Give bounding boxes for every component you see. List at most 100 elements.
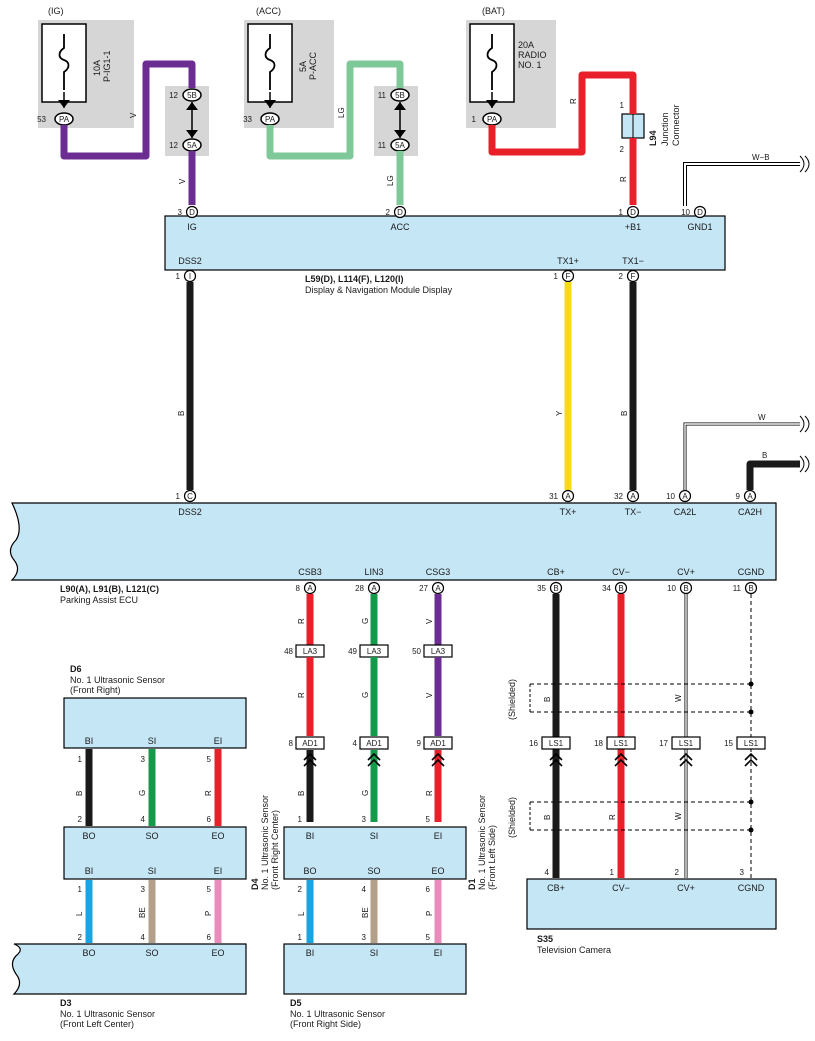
- fuse-bat-source-label: (BAT): [482, 6, 505, 16]
- wire-code-lg-1: LG: [337, 107, 346, 118]
- d3-pin-so: SO: [145, 948, 158, 958]
- d5-pin-ei: EI: [434, 948, 443, 958]
- fuse-ig-symbol-icon: [58, 34, 70, 90]
- d5-name: No. 1 Ultrasonic Sensor: [290, 1009, 385, 1019]
- la3-lin3-conn: LA3: [367, 647, 382, 656]
- display-module-codes: L59(D), L114(F), L120(I): [305, 274, 404, 284]
- d1-code: D1: [467, 878, 477, 890]
- fuse-bat-name2: NO. 1: [518, 60, 542, 70]
- ad1-csg3-conn: AD1: [430, 739, 446, 748]
- fuse-ig-arrow-icon: [58, 100, 70, 108]
- ecu-pin-cgnd-label: CGND: [738, 567, 765, 577]
- junction-ig-top-pin: 12: [169, 91, 178, 100]
- wire-code-p-d3: P: [204, 911, 213, 916]
- d6-pin-bi: BI: [85, 736, 94, 746]
- wire-code-w-shield1: W: [674, 694, 683, 702]
- ad1-csb3-conn: AD1: [302, 739, 318, 748]
- d3-pin-eo: EO: [211, 948, 224, 958]
- d3-num-bo: 2: [78, 933, 83, 942]
- wire-black-ca2h: [746, 460, 800, 490]
- ecu-pin-lin3-label: LIN3: [364, 567, 383, 577]
- ad1-si-chevron-icon: [367, 752, 381, 767]
- display-pin-gnd1-label: GND1: [687, 222, 712, 232]
- camera-pin-cgnd: CGND: [738, 883, 765, 893]
- display-pin-tx1p-conn: F: [566, 272, 571, 281]
- shield-lower-label: (Shielded): [507, 797, 517, 838]
- ecu-name: Parking Assist ECU: [60, 595, 138, 605]
- d4-num-bo: 2: [298, 885, 303, 894]
- ecu-pin-dss2-conn: C: [187, 492, 193, 501]
- ls1-cbp-pin: 16: [529, 739, 538, 748]
- d3-position: (Front Left Center): [60, 1019, 134, 1029]
- fuse-acc-rating: 5A: [298, 61, 308, 72]
- wire-code-b-d6: B: [75, 791, 84, 796]
- display-pin-b1-label: +B1: [625, 222, 641, 232]
- ecu-pin-ca2l-conn: A: [682, 492, 688, 501]
- shield-upper-label: (Shielded): [507, 679, 517, 720]
- fuse-acc-source-label: (ACC): [256, 6, 281, 16]
- d5-position: (Front Right Side): [290, 1019, 361, 1029]
- display-pin-acc-label: ACC: [390, 222, 410, 232]
- ls1-cvn-conn: LS1: [614, 739, 629, 748]
- ecu-pin-txp-label: TX+: [560, 507, 577, 517]
- wire-code-v-2: V: [178, 178, 187, 184]
- la3-csg3-conn: LA3: [431, 647, 446, 656]
- ecu-pin-csg3-conn: A: [435, 584, 441, 593]
- d6-position: (Front Right): [70, 685, 121, 695]
- ecu-pin-ca2h-num: 9: [736, 492, 741, 501]
- ml-num-si: 3: [141, 885, 146, 894]
- display-pin-acc-conn: D: [397, 208, 403, 217]
- fuse-ig-rating: 10A: [92, 60, 102, 76]
- wire-code-b-dss2: B: [177, 411, 186, 416]
- wire-code-l-d3: L: [75, 911, 84, 916]
- junction-ig-top-conn: 5B: [187, 91, 197, 100]
- d4-pin-eo: EO: [431, 866, 444, 876]
- ecu-pin-cvp-num: 10: [667, 584, 676, 593]
- wire-code-w-ca2l: W: [758, 413, 766, 422]
- wire-code-v-csg3-2: V: [425, 692, 434, 698]
- ecu-pin-txn-num: 32: [614, 492, 623, 501]
- wire-code-wb: W−B: [752, 153, 770, 162]
- wire-code-b-ad1: B: [297, 791, 306, 796]
- camera-num-cvp: 2: [675, 868, 680, 877]
- d1-position: (Front Left Side): [487, 825, 497, 890]
- display-pin-tx1n-label: TX1−: [622, 256, 644, 266]
- ecu-pin-ca2h-label: CA2H: [738, 507, 762, 517]
- wire-code-p-d5: P: [425, 911, 434, 916]
- ecu-pin-cgnd-conn: B: [748, 584, 753, 593]
- sensor-d5: BI SI EI D5 No. 1 Ultrasonic Sensor (Fro…: [283, 943, 467, 1029]
- junction-acc-top-conn: 5B: [395, 91, 405, 100]
- fuse-acc-symbol-icon: [264, 34, 276, 90]
- ecu-pin-lin3-num: 28: [355, 584, 364, 593]
- wire-code-be-d5: BE: [361, 907, 370, 918]
- display-pin-dss2-num: 1: [176, 272, 181, 281]
- display-pin-dss2-conn: I: [189, 272, 191, 281]
- display-module: D 3 IG D 2 ACC D 1 +B1 D 10 GND1 DSS2 I …: [164, 205, 726, 295]
- parking-assist-ecu: C 1 DSS2 A 31 TX+ A 32 TX− A 10 CA2L A 9…: [9, 489, 777, 605]
- l94-label1: Junction: [660, 112, 670, 146]
- junction-acc-bot-conn: 5A: [395, 141, 405, 150]
- ecu-pin-cvp-conn: B: [683, 584, 688, 593]
- d5-code: D5: [290, 998, 302, 1008]
- wire-code-r-ad1: R: [425, 790, 434, 796]
- l94-pin-bot: 2: [620, 145, 625, 154]
- l94-code: L94: [648, 130, 658, 146]
- d4-d1-box: [283, 826, 467, 880]
- la3-lin3-pin: 49: [348, 647, 357, 656]
- ecu-pin-txn-conn: A: [630, 492, 636, 501]
- wire-wb-outer: [683, 162, 800, 206]
- junction-ig: 5B 12 5A 12: [165, 86, 209, 156]
- d4-si-num: 3: [362, 815, 367, 824]
- ecu-pin-ca2l-num: 10: [666, 492, 675, 501]
- wire-code-be-d3: BE: [138, 907, 147, 918]
- d3-code: D3: [60, 998, 72, 1008]
- fuse-bat: (BAT) 20A RADIO NO. 1 PA 1: [466, 6, 556, 128]
- fuse-ig-pin: 53: [37, 115, 46, 124]
- ml-num-eo: 6: [207, 815, 212, 824]
- wire-code-r-csb3-2: R: [297, 692, 306, 698]
- fuse-bat-rating: 20A: [518, 40, 534, 50]
- ecu-pin-cvn-label: CV−: [612, 567, 630, 577]
- television-camera: 4 1 2 3 CB+ CV− CV+ CGND S35 Television …: [526, 868, 777, 955]
- display-pin-ig-conn: D: [189, 208, 195, 217]
- wire-code-b-txn: B: [620, 411, 629, 416]
